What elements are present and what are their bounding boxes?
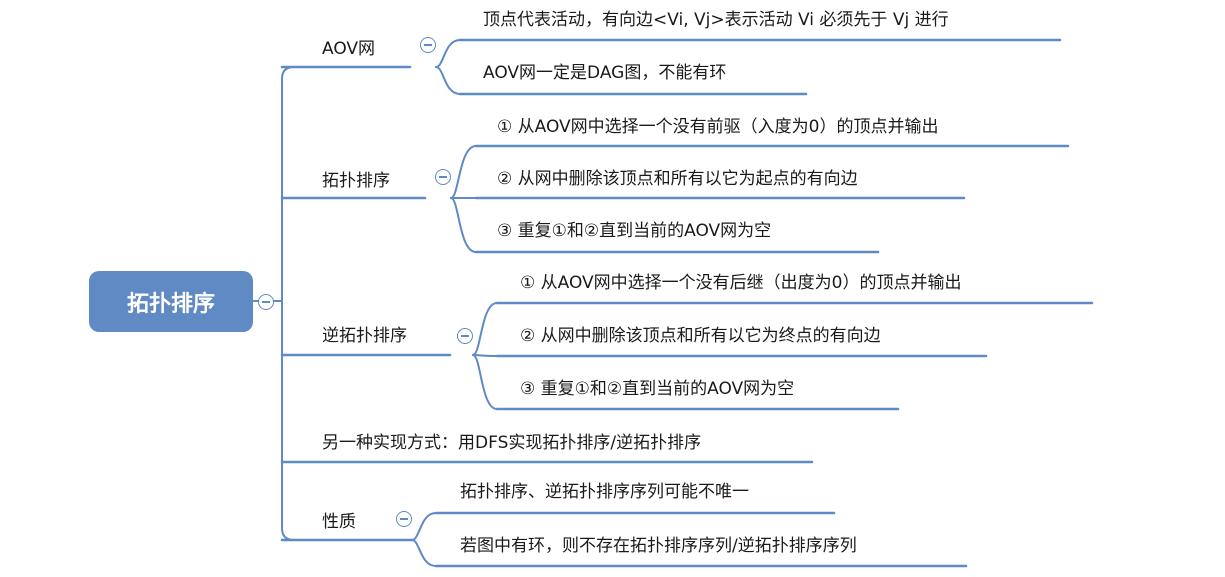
branch-dfs-label: 另一种实现方式：用DFS实现拓扑排序/逆拓扑排序 <box>322 433 702 453</box>
root-label: 拓扑排序 <box>126 291 215 317</box>
root-node[interactable]: 拓扑排序 <box>89 271 253 332</box>
fan-3-0 <box>411 512 437 541</box>
fan-2-1 <box>472 354 498 357</box>
leaf-props-1: 拓扑排序、逆拓扑排序序列可能不唯一 <box>460 482 749 502</box>
branch-reverse-label: 逆拓扑排序 <box>322 326 407 346</box>
fan-0-1 <box>435 66 461 95</box>
branch-reverse-collapse-icon[interactable] <box>457 328 473 344</box>
leaf-topo-3: ③ 重复①和②直到当前的AOV网为空 <box>497 221 772 241</box>
branch-props-collapse-icon[interactable] <box>396 511 412 527</box>
branch-aov-collapse-icon[interactable] <box>420 37 436 53</box>
leaf-aov-1: 顶点代表活动，有向边<Vi, Vj>表示活动 Vi 必须先于 Vj 进行 <box>483 10 949 30</box>
leaf-reverse-1: ① 从AOV网中选择一个没有后继（出度为0）的顶点并输出 <box>520 273 962 293</box>
leaf-props-2: 若图中有环，则不存在拓扑排序序列/逆拓扑排序序列 <box>460 536 857 556</box>
fan-1-0 <box>450 145 477 199</box>
root-collapse-icon[interactable] <box>258 294 274 310</box>
leaf-reverse-2: ② 从网中删除该顶点和所有以它为终点的有向边 <box>520 326 881 346</box>
trunk-line <box>281 66 295 541</box>
fan-1-2 <box>450 197 477 253</box>
leaf-topo-2: ② 从网中删除该顶点和所有以它为起点的有向边 <box>497 169 858 189</box>
branch-props-label: 性质 <box>322 512 356 532</box>
branch-topo-collapse-icon[interactable] <box>435 169 451 185</box>
branch-aov-label: AOV网 <box>322 39 376 59</box>
fan-2-2 <box>472 354 498 410</box>
fan-3-1 <box>411 539 437 567</box>
branch-topo-label: 拓扑排序 <box>322 171 390 191</box>
leaf-aov-2: AOV网一定是DAG图，不能有环 <box>483 63 727 83</box>
leaf-reverse-3: ③ 重复①和②直到当前的AOV网为空 <box>520 379 795 399</box>
fan-0-0 <box>435 39 461 68</box>
leaf-topo-1: ① 从AOV网中选择一个没有前驱（入度为0）的顶点并输出 <box>497 117 939 137</box>
fan-2-0 <box>472 302 498 356</box>
